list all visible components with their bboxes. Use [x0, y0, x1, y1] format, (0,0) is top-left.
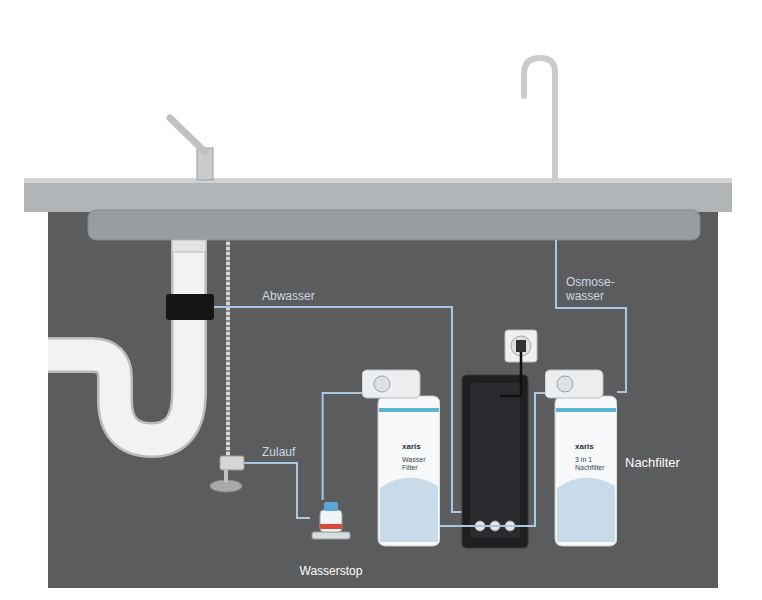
filter-band	[379, 408, 439, 412]
post-filter: xaris3 in 1 NachfilterNachfilter	[545, 368, 617, 548]
valve-cap	[324, 502, 338, 511]
filter-shape	[362, 368, 440, 548]
filter-print	[557, 477, 615, 542]
pre-filter: xarisWasser Filter	[362, 368, 440, 548]
valve-base	[312, 532, 350, 539]
membrane-unit	[462, 375, 528, 548]
braided-hose	[226, 240, 230, 456]
drain-nut	[172, 240, 206, 252]
valve-shape	[310, 500, 352, 540]
countertop	[24, 178, 732, 212]
node-label: xaris	[575, 442, 594, 451]
pipe-label: Zulauf	[262, 445, 295, 459]
filter-housing	[378, 396, 440, 546]
power-plug	[516, 340, 526, 352]
water-pipe	[323, 393, 362, 500]
osmosis-tap	[524, 58, 555, 178]
head-knob	[557, 376, 573, 392]
osmosis-line	[556, 240, 626, 392]
valve-stem	[224, 470, 228, 482]
sink-basin	[88, 210, 700, 240]
node-text: Wasser Filter	[402, 456, 434, 472]
countertop-edge	[24, 178, 732, 183]
drain-pipe-outline	[48, 240, 189, 440]
node-text: Nachfilter	[625, 456, 680, 471]
node-label: Wasserstop	[300, 565, 363, 579]
drain-clamp	[166, 294, 214, 320]
head-knob	[374, 376, 390, 392]
water-stop-valve: Wasserstop	[310, 500, 352, 540]
water-pipe	[440, 393, 545, 526]
filter-band	[556, 408, 616, 412]
valve-ring	[320, 524, 342, 529]
hose-braid	[226, 240, 230, 456]
filter-head	[545, 370, 603, 398]
cabinet	[48, 200, 718, 588]
pipe-label: Abwasser	[262, 289, 315, 303]
filter-print	[380, 477, 438, 542]
node-label: xaris	[402, 442, 421, 451]
angle-valve	[220, 456, 244, 470]
power-cable	[500, 352, 521, 396]
filter-head	[362, 370, 420, 398]
membrane-front	[470, 383, 520, 538]
tap-lever	[170, 118, 205, 152]
valve-body	[320, 510, 342, 532]
drain-pipe	[48, 240, 189, 440]
filter-housing	[555, 396, 617, 546]
node-text: 3 in 1 Nachfilter	[575, 456, 609, 472]
inlet-line	[244, 463, 310, 518]
pipe-label: Osmose- wasser	[566, 275, 622, 304]
